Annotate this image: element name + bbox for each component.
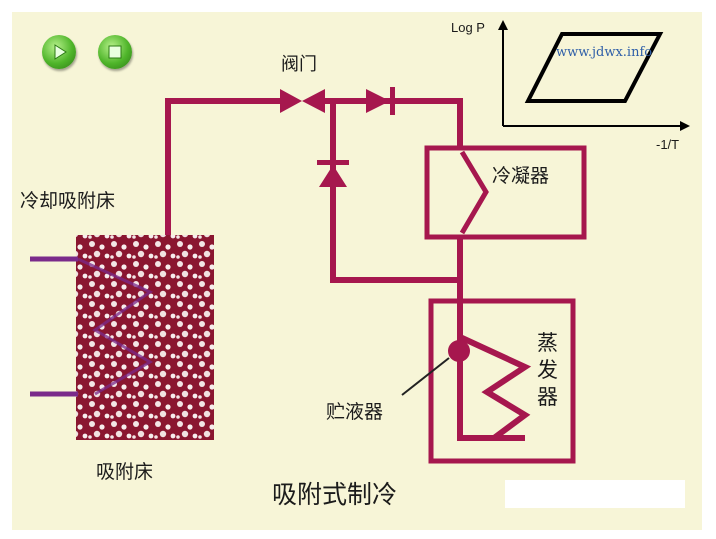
inset-cycle-parallelogram — [524, 32, 664, 103]
evaporator-label: 蒸发器 — [537, 331, 558, 409]
receiver-label: 贮液器 — [326, 401, 384, 423]
check-valve-bypass-bar — [317, 160, 349, 165]
bed-granules — [76, 235, 214, 440]
receiver-leader-line — [401, 357, 450, 396]
pipe-receiver-line — [457, 280, 525, 441]
adsorption-bed — [30, 235, 214, 440]
gate-valve-left — [280, 89, 302, 113]
bed-heat-exchanger-coil — [77, 257, 154, 396]
receiver-tank — [448, 340, 470, 362]
inset-x-label: -1/T — [656, 137, 680, 152]
check-valves — [317, 87, 395, 187]
diagram-title: 吸附式制冷 — [272, 480, 398, 509]
stop-button[interactable] — [98, 35, 132, 69]
gate-valve — [280, 89, 325, 113]
condenser-coil — [459, 150, 489, 235]
adsorption-bed-label: 吸附床 — [96, 461, 154, 483]
play-button[interactable] — [42, 35, 76, 69]
gate-valve-right — [302, 89, 325, 113]
evaporator-coil — [458, 334, 532, 441]
check-valve-bypass — [319, 165, 347, 187]
condenser-label: 冷凝器 — [492, 165, 550, 187]
image-mask — [505, 480, 685, 508]
play-icon — [54, 44, 67, 60]
inset-y-label: Log P — [451, 20, 485, 35]
condenser — [424, 145, 587, 240]
pipe-bed-to-valve — [165, 98, 280, 236]
pt-cycle-inset — [498, 20, 690, 131]
watermark-url: www.jdwx.info — [556, 45, 653, 60]
valve-label: 阀门 — [281, 54, 317, 75]
check-valve-top-bar — [390, 87, 395, 115]
pipe-bypass-loop — [330, 101, 463, 283]
stop-icon — [108, 45, 122, 59]
cooling-bed-label: 冷却吸附床 — [20, 190, 116, 212]
condenser-box — [424, 145, 587, 240]
check-valve-top — [366, 89, 390, 113]
evaporator-box — [428, 298, 576, 464]
inset-x-arrow — [680, 121, 690, 131]
inset-y-arrow — [498, 20, 508, 30]
